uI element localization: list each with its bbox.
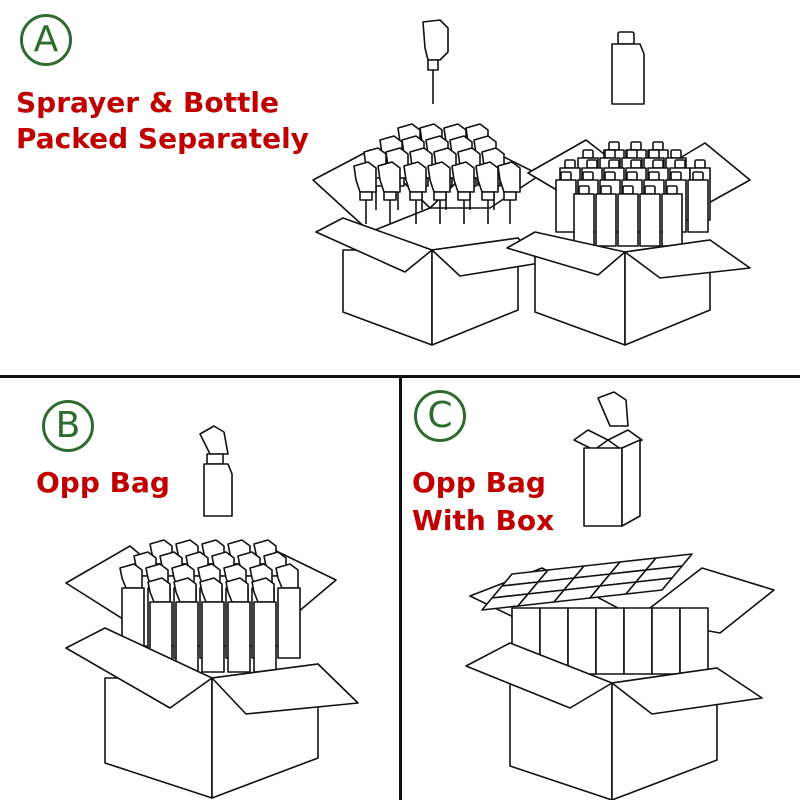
- bottle-icon: [618, 186, 638, 246]
- carton-box-icon: [507, 140, 750, 345]
- bottle-icon: [640, 186, 660, 246]
- bottle-icon: [688, 172, 708, 232]
- bottle-icon: [556, 172, 576, 232]
- panel-a: A Sprayer & Bottle Packed Separately: [0, 0, 800, 375]
- spray-bottle-icon: [252, 578, 276, 672]
- bottle-icon: [596, 186, 616, 246]
- panel-b-illustration: [0, 378, 399, 800]
- sprayer-icon: [428, 162, 450, 224]
- panel-b: B Opp Bag: [0, 378, 399, 800]
- boxed-bottle-icon: [574, 392, 642, 526]
- spray-bottle-icon: [276, 564, 300, 658]
- panel-c-illustration: [402, 378, 800, 800]
- carton-box-icon: [466, 554, 774, 800]
- sprayer-icon: [423, 20, 448, 104]
- spray-bottle-icon: [200, 426, 232, 516]
- bottle-icon: [612, 32, 644, 104]
- spray-bottle-icon: [174, 578, 198, 672]
- panel-c: C Opp Bag With Box: [402, 378, 800, 800]
- bottle-icon: [574, 186, 594, 246]
- spray-bottle-icon: [200, 578, 224, 672]
- bottle-icon: [662, 186, 682, 246]
- panel-a-illustration: [0, 0, 800, 375]
- carton-box-icon: [313, 124, 540, 345]
- spray-bottle-icon: [226, 578, 250, 672]
- carton-box-icon: [66, 540, 358, 798]
